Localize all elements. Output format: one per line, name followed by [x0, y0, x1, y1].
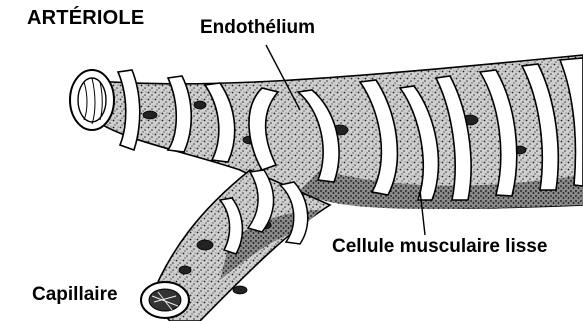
- label-smooth-muscle-cell: Cellule musculaire lisse: [332, 236, 547, 258]
- label-capillary: Capillaire: [32, 284, 118, 306]
- label-endothelium: Endothélium: [200, 17, 315, 39]
- diagram-title: ARTÉRIOLE: [27, 7, 144, 30]
- capillary-opening: [141, 282, 189, 318]
- arteriole-opening: [70, 70, 114, 130]
